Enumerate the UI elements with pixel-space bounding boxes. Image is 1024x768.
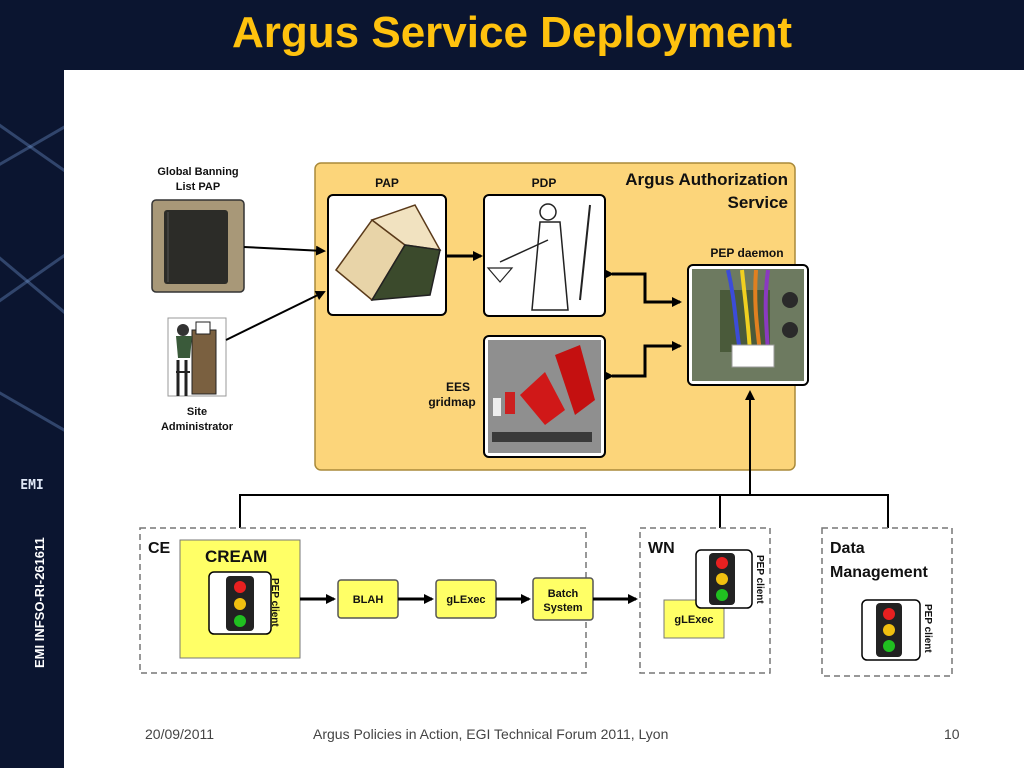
dm-label-line2: Management [830,564,928,581]
footer-title: Argus Policies in Action, EGI Technical … [313,726,669,742]
notebook-icon [151,199,245,293]
administrator-icon [167,317,227,397]
cream-label: CREAM [205,547,267,566]
book-icon [327,194,447,316]
wn-pep-client-label: PEP client [754,555,765,604]
wn-label: WN [648,540,675,557]
blah-label: BLAH [353,594,384,606]
justice-statue-icon [483,194,606,317]
batch-label-line1: Batch [548,588,579,600]
pap-label: PAP [375,176,399,190]
ees-label-line2: gridmap [428,395,475,409]
admin-label-line1: Site [187,406,207,418]
arrow-pdp-pep [604,269,682,307]
traffic-light-icon [695,549,753,609]
motherboard-icon [687,264,809,386]
cream-pep-client-label: PEP client [269,578,280,627]
arrow-gbl-to-pap [243,245,326,256]
pdp-label: PDP [532,176,557,190]
arrow-admin-to-pap [225,291,326,341]
dm-label-line1: Data [830,540,865,557]
traffic-light-icon [861,599,921,661]
footer-date: 20/09/2011 [145,726,215,742]
toy-cars-icon [483,335,606,458]
gbl-label-line1: Global Banning [157,166,238,178]
slide-title: Argus Service Deployment [232,8,792,57]
page-number: 10 [944,726,960,742]
left-decorative-band [0,70,64,768]
argus-title-line2: Service [728,193,789,212]
ce-label: CE [148,540,171,557]
admin-label-line2: Administrator [161,421,234,433]
emi-logo: EMI [4,478,60,574]
title-bar [0,0,1024,70]
dm-pep-client-label: PEP client [922,604,933,653]
arrow-ees-pep [604,341,682,381]
ees-label-line1: EES [446,380,470,394]
argus-title-line1: Argus Authorization [625,170,788,189]
wn-glexec-label: gLExec [674,614,713,626]
emi-logo-text: EMI [20,478,44,493]
gbl-label-line2: List PAP [176,181,220,193]
traffic-light-icon [208,571,272,635]
pep-daemon-label: PEP daemon [710,246,783,260]
batch-label-line2: System [543,602,582,614]
glexec-label: gLExec [446,594,485,606]
